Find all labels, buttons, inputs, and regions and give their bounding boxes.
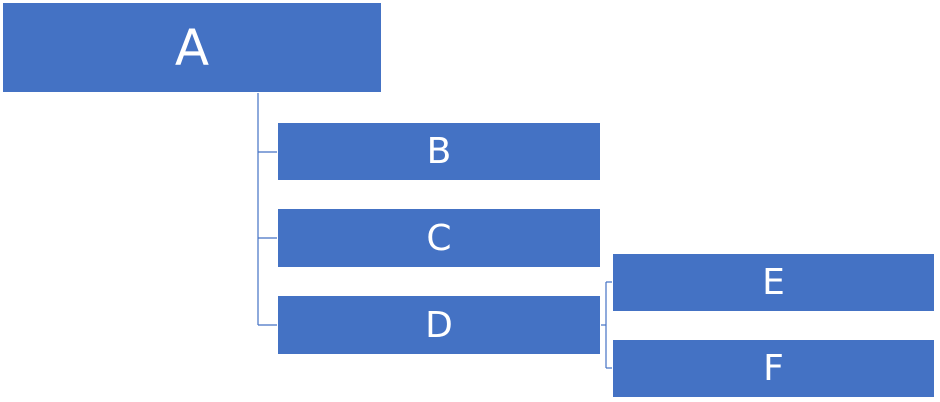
node-a-label: A [174,18,210,77]
node-e: E [612,253,935,312]
node-b-label: B [426,131,452,172]
node-e-label: E [762,262,785,303]
node-f-label: F [763,348,784,389]
node-a: A [2,2,382,93]
node-f: F [612,339,935,398]
node-d: D [277,295,601,355]
node-c-label: C [426,217,452,259]
node-b: B [277,122,601,181]
node-d-label: D [425,304,453,346]
node-c: C [277,208,601,268]
